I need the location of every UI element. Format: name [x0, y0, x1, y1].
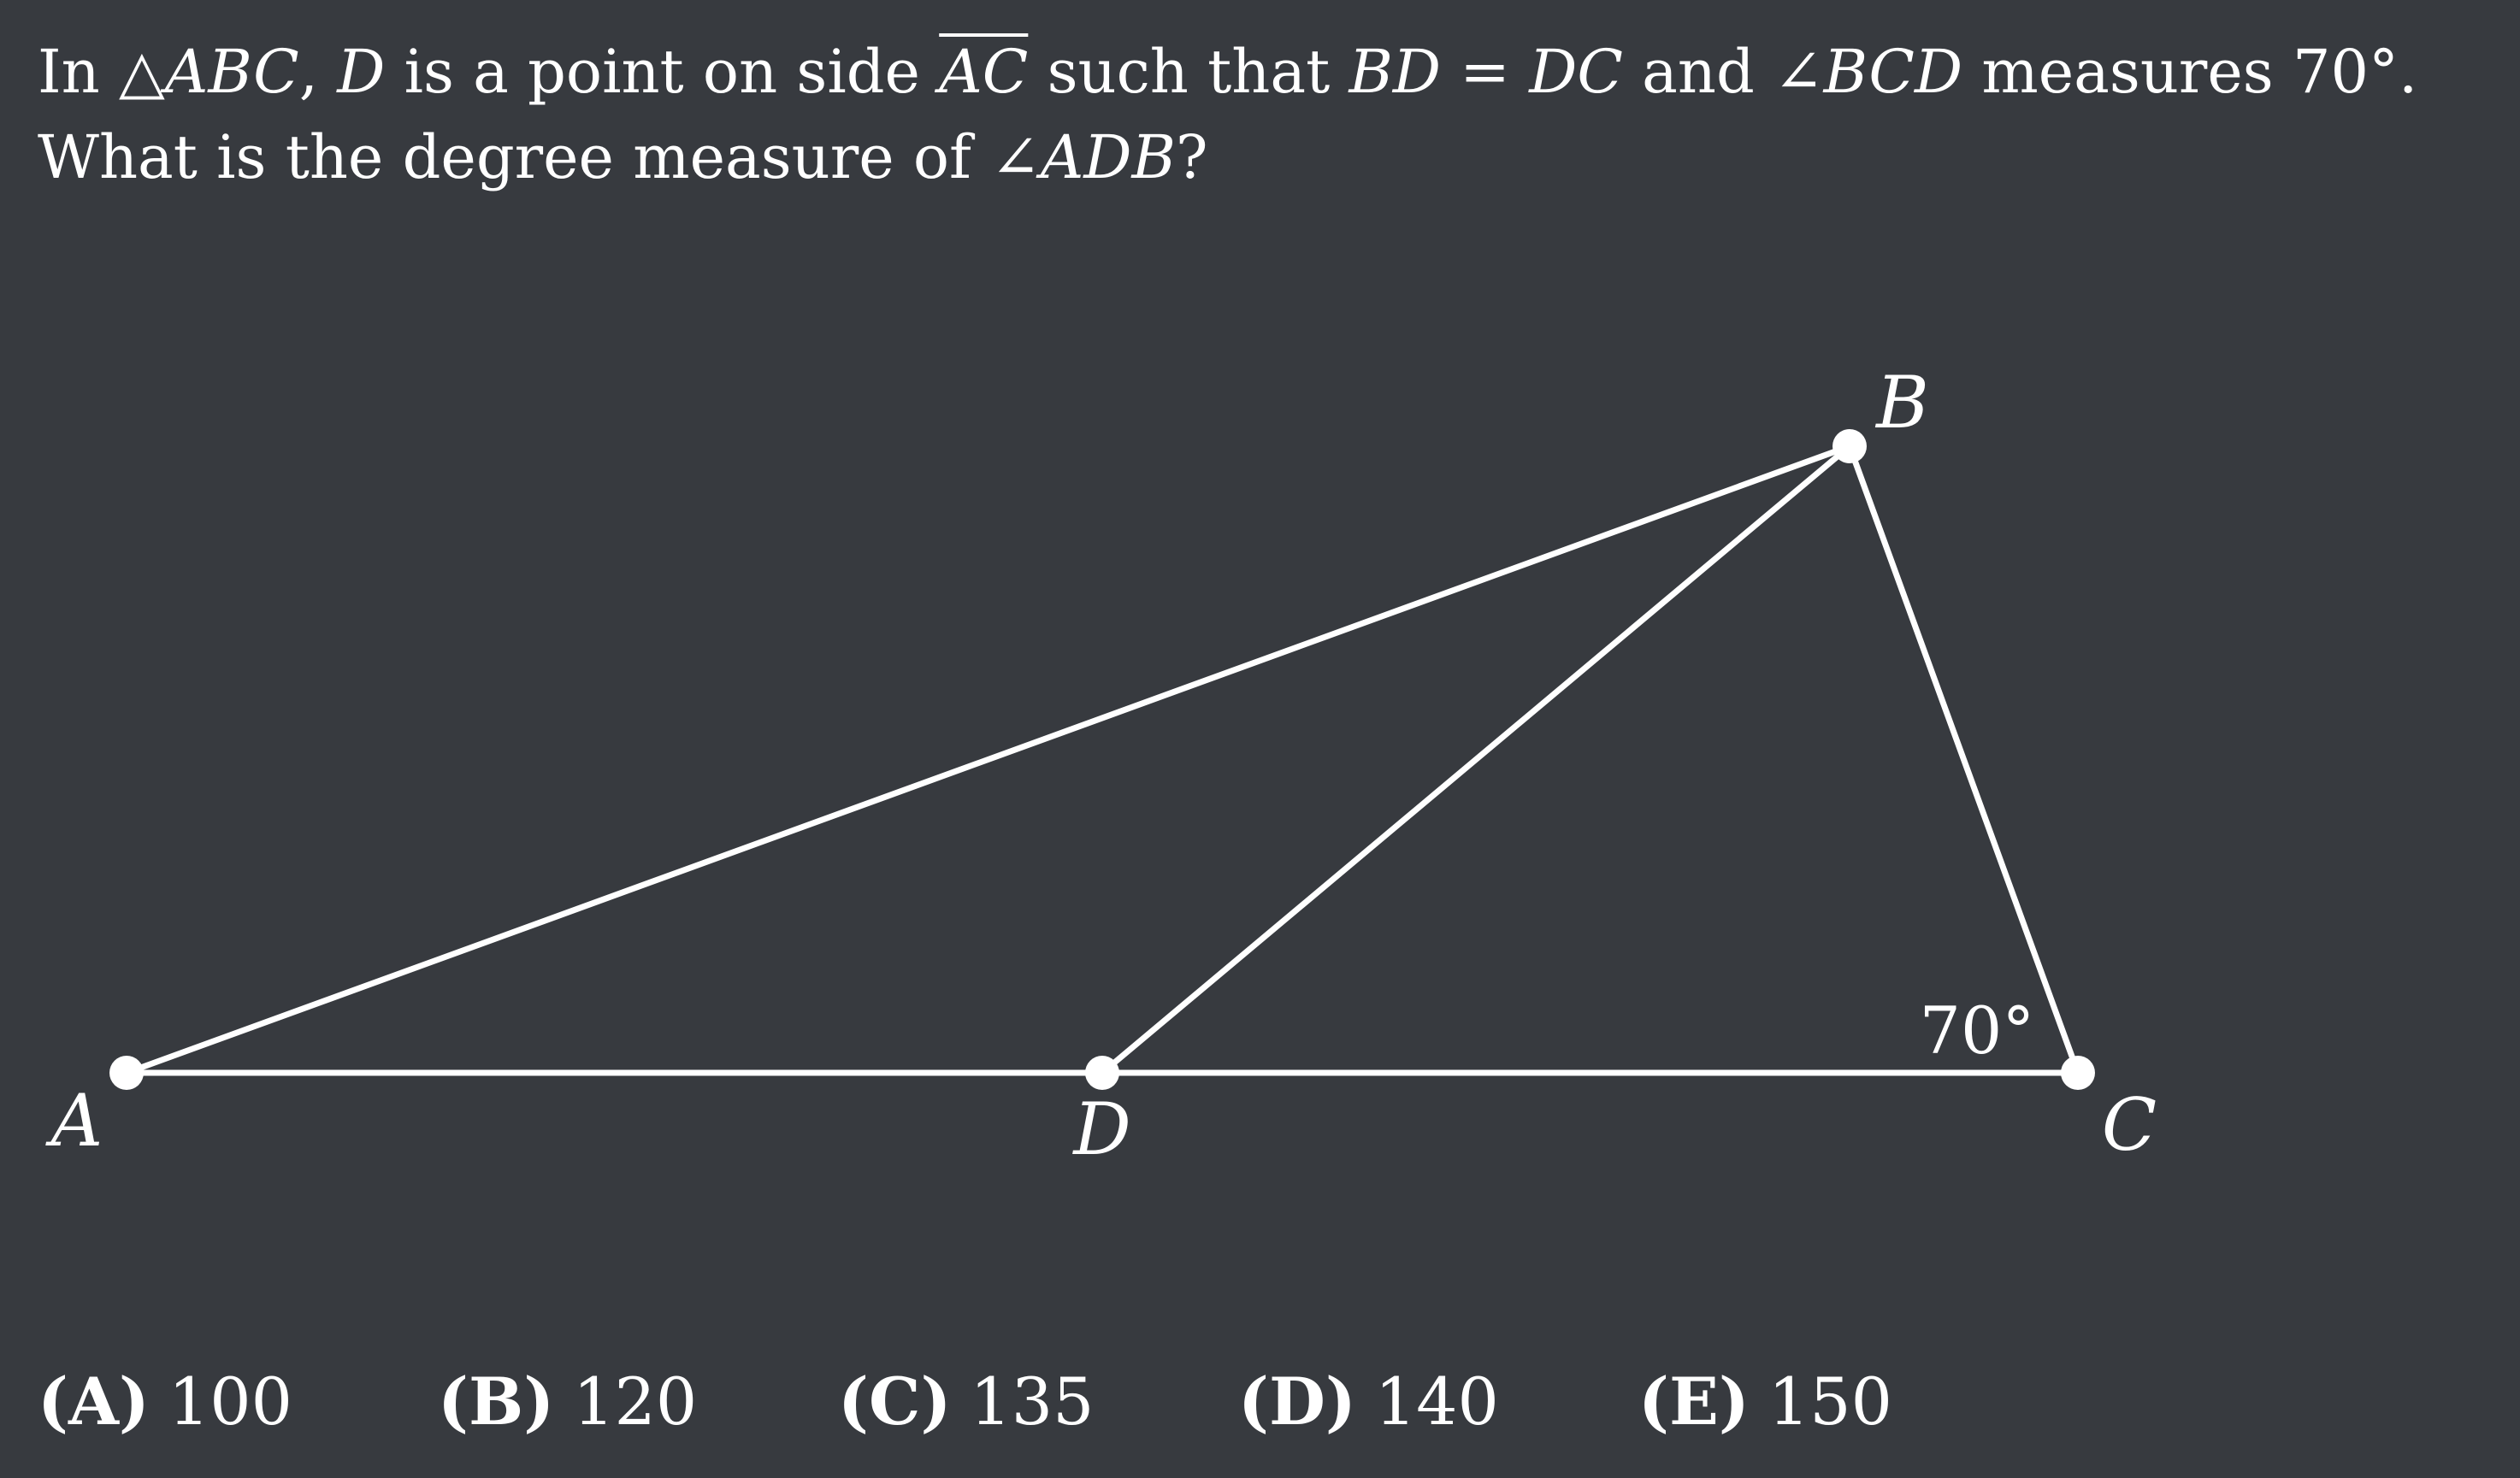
label-a: A [45, 1079, 103, 1163]
label-b: B [1874, 361, 1929, 445]
label-d: D [1071, 1087, 1130, 1171]
math-expression: ∠ADB [990, 122, 1176, 192]
choice-e-value: 150 [1768, 1363, 1892, 1440]
problem-statement: In △ABC, D is a point on side AC such th… [38, 29, 2500, 200]
choice-b-value: 120 [573, 1363, 698, 1440]
answer-choices: (A)100 (B)120 (C)135 (D)140 (E)150 [38, 1355, 2039, 1449]
problem-text: measures 70°. What is the degree measure… [38, 37, 2418, 192]
choice-a-letter: (A) [38, 1363, 150, 1440]
point-d [1085, 1056, 1119, 1090]
choice-b[interactable]: (B)120 [438, 1355, 838, 1449]
choice-d-value: 140 [1374, 1363, 1499, 1440]
choice-a-value: 100 [168, 1363, 292, 1440]
math-expression: D [337, 37, 386, 107]
math-expression: AC [939, 37, 1029, 107]
choice-d[interactable]: (D)140 [1238, 1355, 1638, 1449]
problem-text: ? [1175, 122, 1208, 192]
segment-bc [1846, 443, 2081, 1076]
choice-c-value: 135 [970, 1363, 1095, 1440]
angle-bcd-label: 70° [1920, 992, 2035, 1069]
problem-text: In [38, 37, 119, 107]
choice-e-letter: (E) [1638, 1363, 1750, 1440]
choice-c-letter: (C) [838, 1363, 952, 1440]
math-expression: DC [1529, 37, 1623, 107]
choice-c[interactable]: (C)135 [838, 1355, 1238, 1449]
point-c [2061, 1056, 2095, 1090]
math-expression: ∠BCD [1773, 37, 1963, 107]
choice-d-letter: (D) [1238, 1363, 1356, 1440]
segment-ab [123, 443, 1853, 1076]
problem-text: and [1622, 37, 1774, 107]
math-expression: BD [1349, 37, 1442, 107]
problem-text: is a point on side [385, 37, 940, 107]
segment-bd [1099, 443, 1853, 1076]
choice-a[interactable]: (A)100 [38, 1355, 438, 1449]
problem-text: , [298, 37, 338, 107]
point-b [1832, 429, 1867, 463]
label-c: C [2102, 1083, 2157, 1167]
point-a [109, 1056, 144, 1090]
choice-e[interactable]: (E)150 [1638, 1355, 2039, 1449]
problem-text: = [1441, 37, 1530, 107]
problem-text: such that [1028, 37, 1349, 107]
choice-b-letter: (B) [438, 1363, 555, 1440]
math-expression: △ABC [119, 37, 299, 107]
